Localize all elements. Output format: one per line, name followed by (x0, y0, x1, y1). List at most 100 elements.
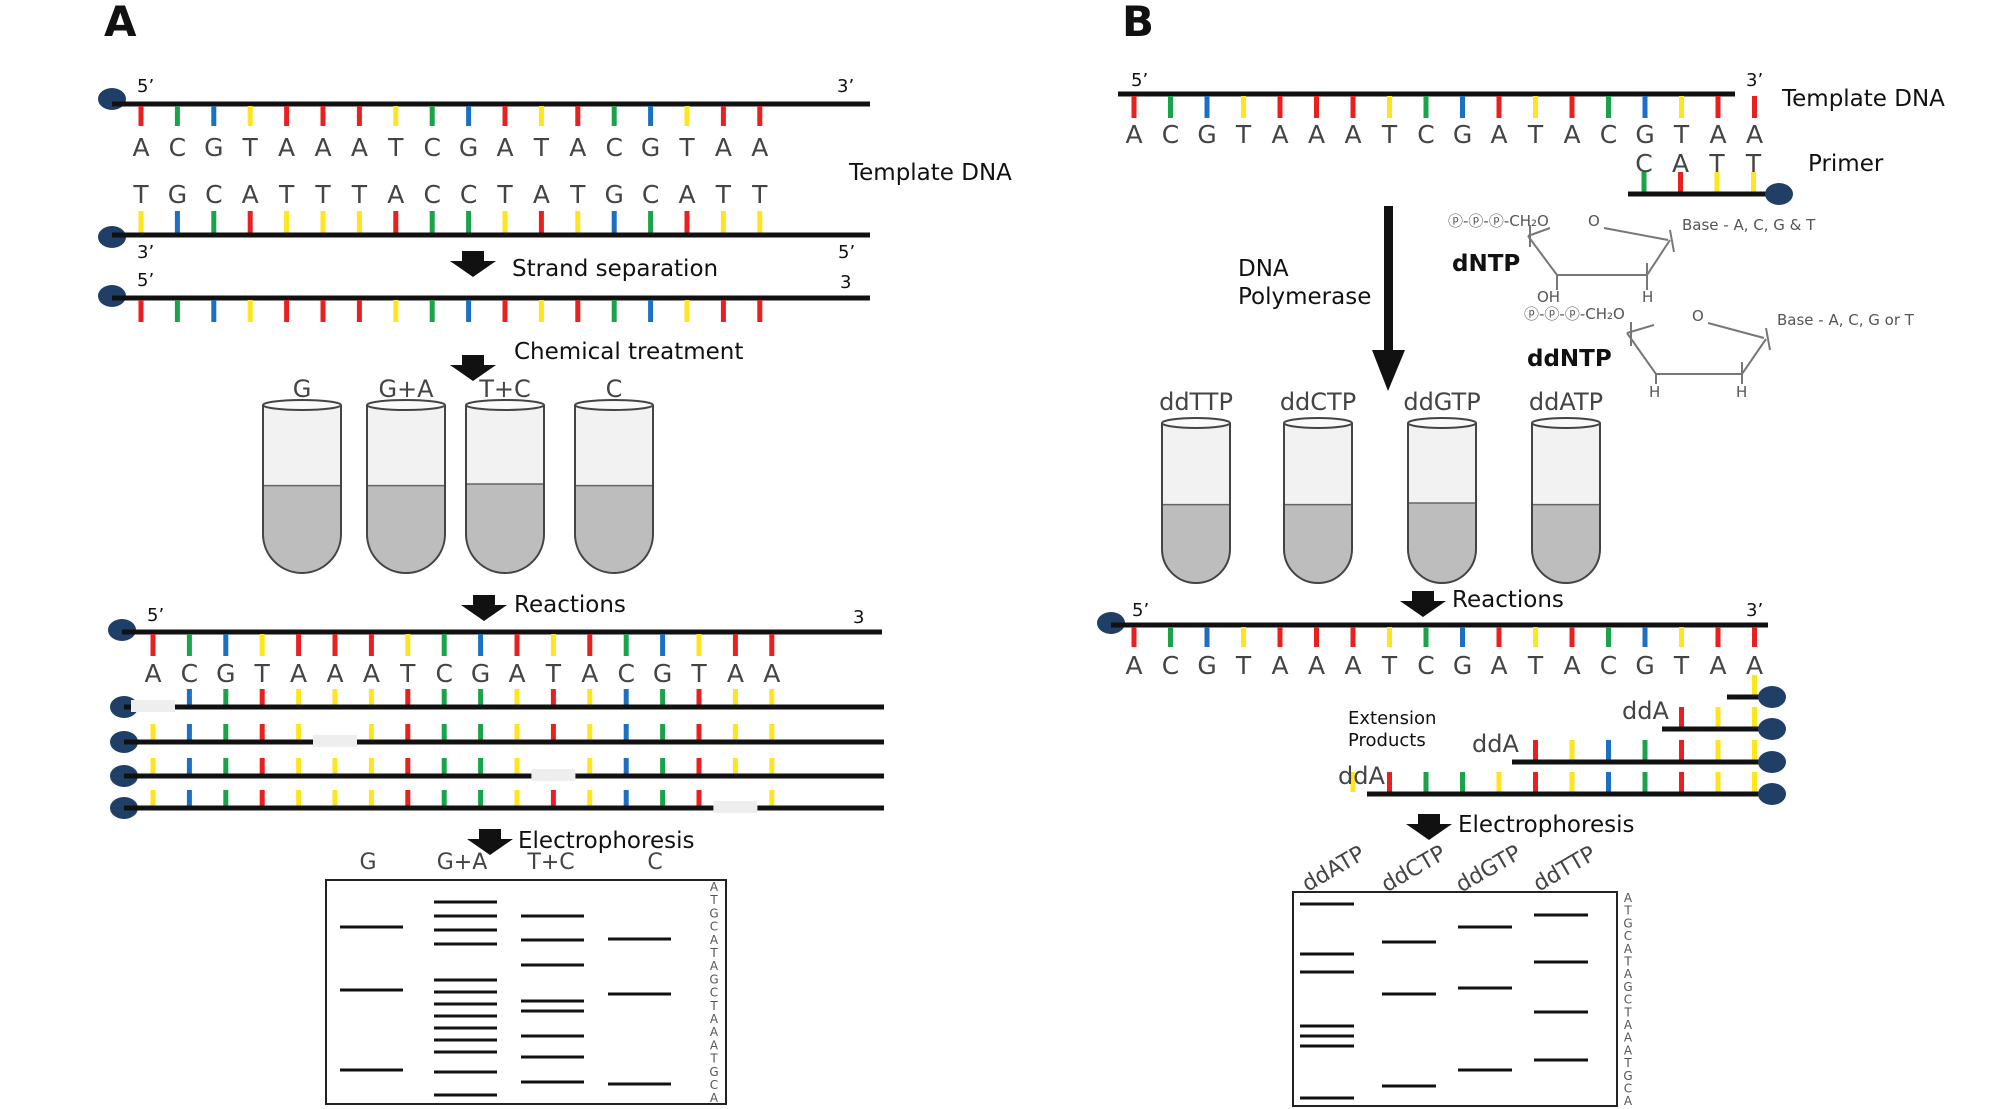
template-base-A: A (1308, 120, 1325, 149)
ddntp-tube-label: ddCTP (1280, 388, 1356, 416)
sequence-letter: C (710, 920, 718, 934)
product-bead (1758, 686, 1786, 708)
sequence-letter: T (709, 999, 718, 1013)
dntp-phosphates: ⓟ-ⓟ-ⓟ-CH₂O (1448, 212, 1549, 230)
template-base-A: A (1125, 120, 1142, 149)
sequence-letter: G (1623, 980, 1632, 994)
dna-polymerase-label-1: DNA (1238, 256, 1289, 282)
product-bead (1758, 751, 1786, 773)
gel-lane-label: T+C (526, 850, 574, 875)
sanger-base-A: A (1125, 651, 1142, 680)
dda-terminator-label: ddA (1622, 697, 1669, 725)
step-strand-separation: Strand separation (512, 256, 718, 282)
bottom-base-T: T (569, 180, 586, 209)
sequence-letter: C (1624, 993, 1632, 1007)
template-base-T: T (1673, 120, 1690, 149)
sanger-base-C: C (1417, 651, 1434, 680)
top-base-A: A (715, 133, 732, 162)
primer-base-A: A (1672, 149, 1689, 178)
sequence-letter: C (1624, 929, 1632, 943)
top-base-A: A (314, 133, 331, 162)
ddntp-tube (1407, 417, 1477, 584)
sequence-letter: A (1624, 891, 1633, 905)
dntp-label: dNTP (1452, 251, 1520, 277)
template-base-G: G (1635, 120, 1654, 149)
sequence-letter: A (1624, 1018, 1633, 1032)
sanger-base-A: A (1344, 651, 1361, 680)
ddntp-h-1: H (1649, 383, 1660, 401)
primer-label: Primer (1808, 151, 1884, 177)
bottom-base-C: C (460, 180, 477, 209)
bottom-base-T: T (496, 180, 513, 209)
dda-terminator-label: ddA (1472, 730, 1519, 758)
reaction-5-end-b: 5’ (1132, 600, 1149, 621)
tube-outline (1531, 423, 1601, 584)
react-base-G: G (653, 659, 672, 688)
template-base-T: T (1381, 120, 1398, 149)
tube-rim (1161, 417, 1231, 429)
tube-liquid (367, 485, 445, 573)
dntp-oh: OH (1537, 288, 1560, 306)
tube-rim (262, 399, 342, 411)
bottom-strand-3-end: 3’ (137, 242, 154, 263)
top-base-A: A (569, 133, 586, 162)
gel-lane-label: G+A (437, 850, 488, 875)
react-base-C: C (617, 659, 634, 688)
react-base-A: A (581, 659, 598, 688)
reaction-strand-5-end: 5’ (147, 605, 164, 626)
react-base-C: C (435, 659, 452, 688)
template-base-A: A (1563, 120, 1580, 149)
ddntp-h-2: H (1736, 383, 1747, 401)
reaction-tube (465, 399, 545, 574)
tube-liquid (1162, 504, 1230, 583)
cleavage-gap (713, 801, 758, 813)
tube-liquid (1408, 503, 1476, 583)
dna-polymerase-label-2: Polymerase (1238, 284, 1371, 310)
react-base-A: A (144, 659, 161, 688)
step-electrophoresis-a: Electrophoresis (518, 828, 694, 854)
bottom-base-T: T (132, 180, 149, 209)
bottom-base-T: T (278, 180, 295, 209)
sequence-letter: G (1623, 916, 1632, 930)
ddntp-label: ddNTP (1527, 346, 1612, 372)
ddntp-ring-oxygen: O (1692, 307, 1704, 325)
react-base-T: T (690, 659, 707, 688)
top-strand-5-end: 5’ (137, 76, 154, 97)
sanger-base-C: C (1600, 651, 1617, 680)
bottom-base-T: T (351, 180, 368, 209)
template-base-C: C (1162, 120, 1179, 149)
dntp-structure: ⓟ-ⓟ-ⓟ-CH₂O O Base - A, C, G & T OH H dNT… (1448, 212, 1816, 306)
top-base-C: C (423, 133, 440, 162)
sanger-base-G: G (1453, 651, 1472, 680)
template-base-G: G (1197, 120, 1216, 149)
sequence-letter: T (1623, 955, 1632, 969)
bottom-base-A: A (242, 180, 259, 209)
cleaved-fragments (110, 689, 884, 819)
primer-base-T: T (1745, 149, 1762, 178)
ddntp-tube (1283, 417, 1353, 584)
top-base-T: T (678, 133, 695, 162)
arrow-reactions-a (461, 595, 507, 621)
react-base-A: A (727, 659, 744, 688)
cleavage-gap (131, 700, 175, 712)
template-base-C: C (1600, 120, 1617, 149)
tube-outline (574, 405, 654, 574)
template-base-G: G (1453, 120, 1472, 149)
tube-rim (1531, 417, 1601, 429)
template-base-T: T (1235, 120, 1252, 149)
react-base-A: A (290, 659, 307, 688)
sanger-base-A: A (1271, 651, 1288, 680)
bottom-base-G: G (168, 180, 187, 209)
sequence-letter: A (1624, 967, 1633, 981)
sequence-letter: T (1623, 1005, 1632, 1019)
tube-liquid (575, 485, 653, 573)
polymerase-arrow (1372, 206, 1405, 391)
ddntp-tube-label: ddGTP (1403, 388, 1480, 416)
template-5-end-b: 5’ (1131, 70, 1148, 91)
panel-label-a: A (104, 0, 137, 46)
